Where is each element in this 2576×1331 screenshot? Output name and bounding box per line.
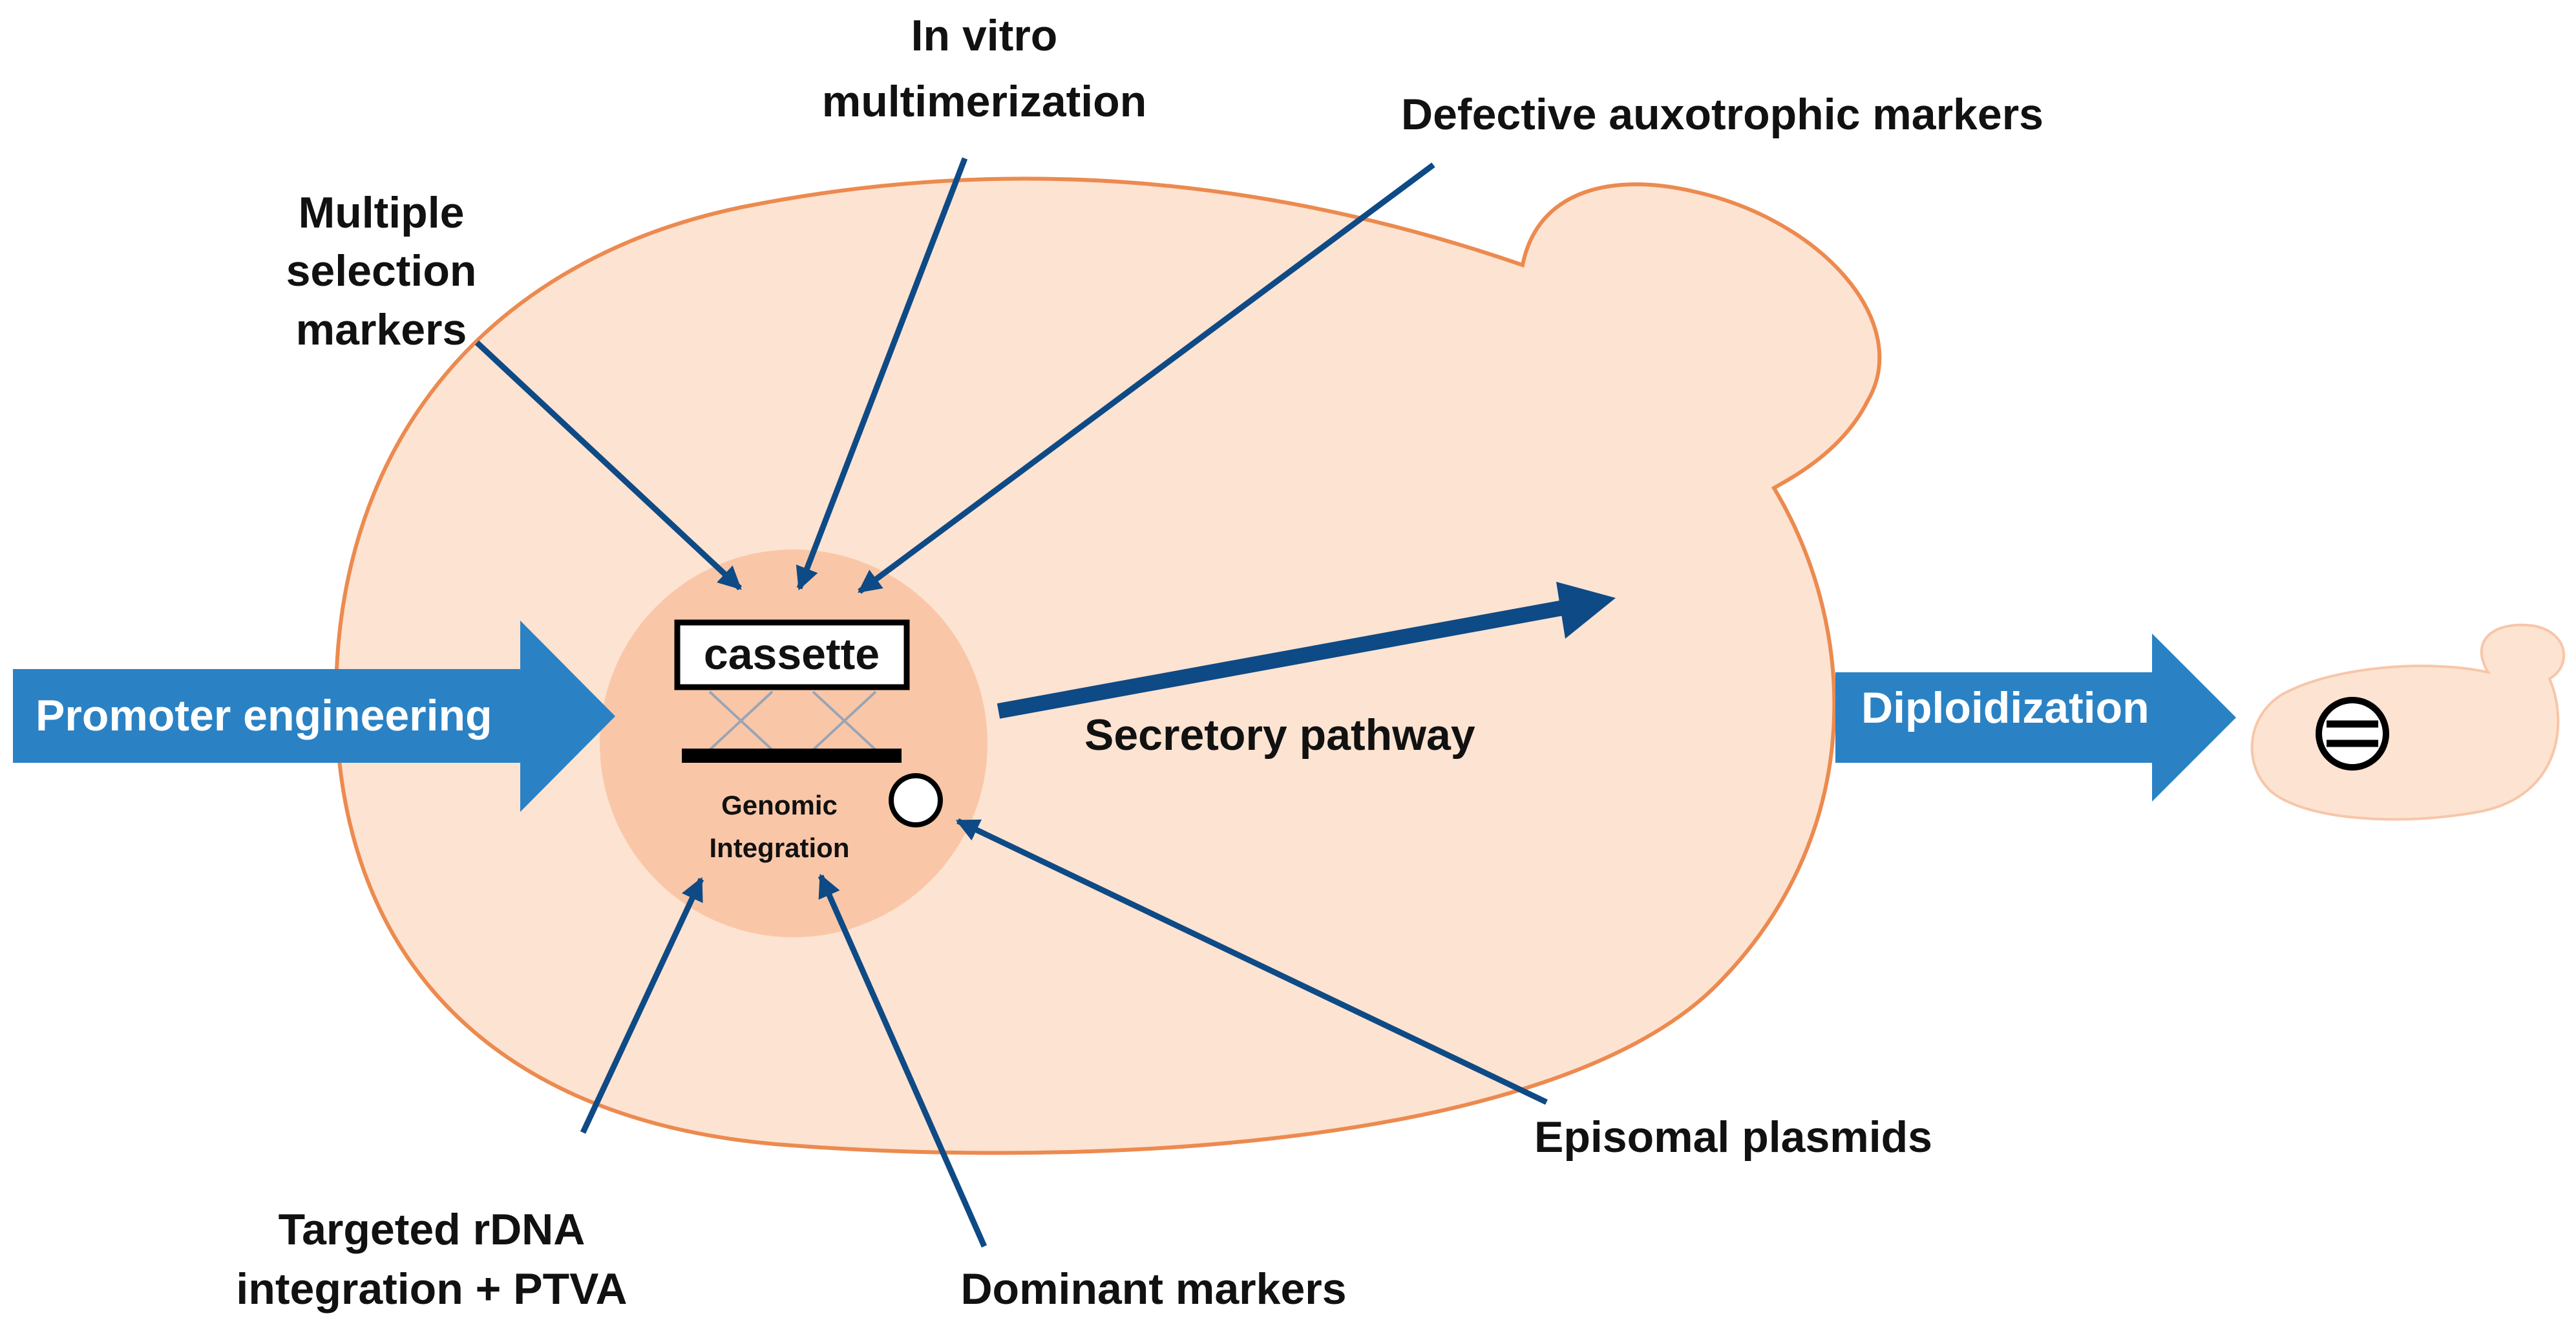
targeted-rdna-line2: integration + PTVA: [236, 1264, 627, 1314]
plasmid-circle: [889, 773, 943, 827]
secretory-arrow-shaft: [997, 600, 1566, 719]
defective-markers-label: Defective auxotrophic markers: [1401, 90, 2043, 139]
pointer-arrows: [474, 157, 1548, 1248]
diploid-cell: [2250, 623, 2566, 821]
genomic-label-line2: Integration: [710, 833, 850, 863]
dominant-markers-label: Dominant markers: [960, 1264, 1346, 1314]
recombination-crosses: [708, 690, 877, 751]
promoter-engineering-label: Promoter engineering: [36, 691, 492, 740]
secretory-arrowhead: [1556, 582, 1616, 639]
multiple-markers-line3: markers: [296, 305, 467, 354]
dominant-markers-arrow: [818, 873, 987, 1248]
defective-markers-arrow: [858, 162, 1435, 594]
promoter-engineering-arrow: [13, 621, 615, 812]
genome-bar: [682, 749, 902, 763]
diploidization-label: Diploidization: [1861, 683, 2149, 732]
equals-circle-icon: [2316, 697, 2389, 771]
in-vitro-arrow: [796, 157, 968, 591]
genomic-label-line1: Genomic: [721, 790, 838, 820]
diploidization-arrow: [1835, 634, 2236, 802]
yeast-cell-body: [333, 176, 1882, 1155]
multiple-markers-line2: selection: [286, 246, 477, 295]
cassette-label: cassette: [704, 630, 880, 679]
cassette-box: [674, 619, 910, 690]
in-vitro-label-line1: In vitro: [911, 11, 1058, 60]
episomal-plasmids-arrow: [955, 818, 1548, 1105]
nucleus: [600, 549, 987, 937]
in-vitro-label-line2: multimerization: [822, 77, 1147, 126]
multiple-markers-arrow: [474, 340, 743, 591]
secretory-pathway-label: Secretory pathway: [1084, 710, 1475, 760]
targeted-rdna-arrow: [580, 877, 704, 1134]
episomal-plasmids-label: Episomal plasmids: [1534, 1113, 1932, 1162]
multiple-markers-line1: Multiple: [299, 188, 465, 237]
targeted-rdna-line1: Targeted rDNA: [279, 1205, 586, 1254]
